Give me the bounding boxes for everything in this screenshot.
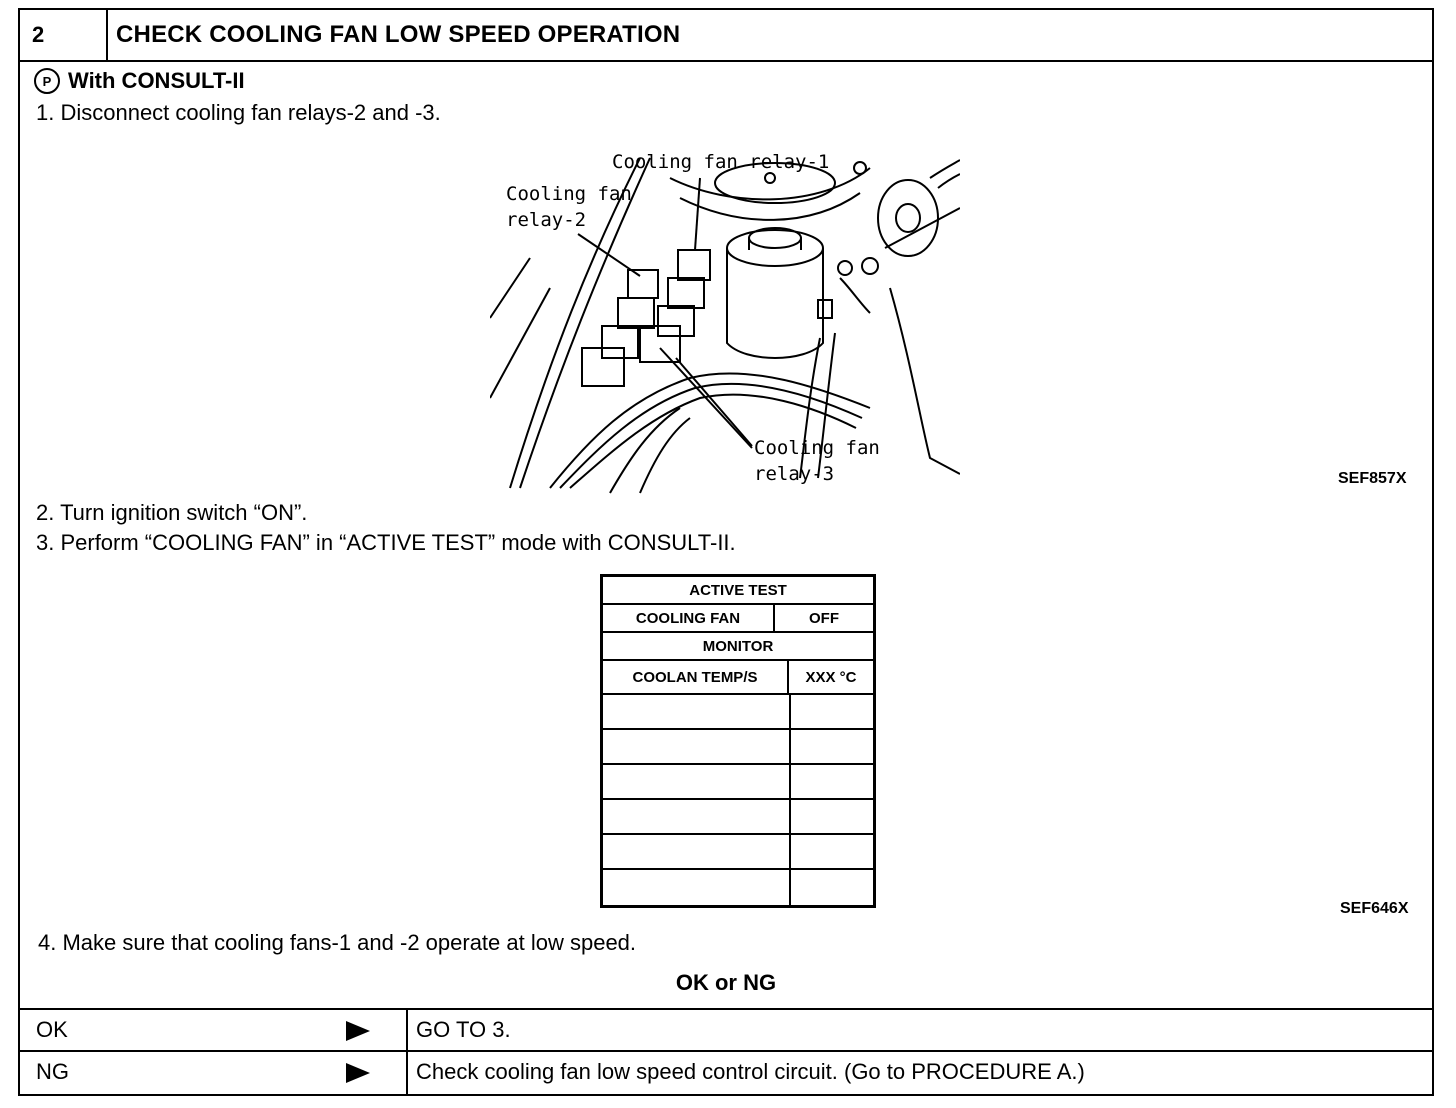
- step-title: CHECK COOLING FAN LOW SPEED OPERATION: [116, 21, 681, 48]
- result-row-ok: OK GO TO 3.: [20, 1008, 1432, 1050]
- step-2-text: 2. Turn ignition switch “ON”.: [36, 500, 308, 525]
- active-test-title: ACTIVE TEST: [689, 581, 787, 599]
- result-row-ng: NG Check cooling fan low speed control c…: [20, 1050, 1432, 1094]
- active-test-item-value: OFF: [809, 609, 839, 627]
- monitor-empty-row: [603, 695, 873, 730]
- active-test-screen: ACTIVE TEST COOLING FAN OFF MONITOR COOL…: [600, 574, 876, 908]
- active-test-item-label: COOLING FAN: [603, 605, 775, 631]
- consult-heading: P With CONSULT-II: [34, 68, 245, 94]
- monitor-empty-row: [603, 765, 873, 800]
- relay-1-label: Cooling fan relay-1: [612, 151, 829, 173]
- result-action-ng: Check cooling fan low speed control circ…: [416, 1059, 1085, 1084]
- decision-prompt: OK or NG: [675, 970, 777, 995]
- relay-2-label-line1: Cooling fan: [506, 183, 632, 205]
- arrow-right-icon: [346, 1021, 370, 1041]
- consult-icon: P: [34, 68, 60, 94]
- monitor-item-label: COOLAN TEMP/S: [603, 661, 789, 693]
- result-divider: [406, 1052, 408, 1094]
- relay-3-label-line1: Cooling fan: [754, 437, 880, 459]
- relay-3-label-line2: relay-3: [754, 463, 834, 485]
- active-test-title-row: ACTIVE TEST: [603, 577, 873, 605]
- figure-code-1: SEF857X: [1338, 470, 1407, 487]
- step-number: 2: [20, 10, 108, 60]
- relay-location-diagram: Cooling fan relay-1 Cooling fan relay-2 …: [490, 151, 960, 494]
- result-divider: [406, 1010, 408, 1050]
- monitor-empty-row: [603, 835, 873, 870]
- monitor-item-row: COOLAN TEMP/S XXX °C: [603, 661, 873, 695]
- result-key-ng: NG: [36, 1059, 69, 1084]
- relay-2-label-line2: relay-2: [506, 209, 586, 231]
- step-1-text: 1. Disconnect cooling fan relays-2 and -…: [36, 100, 441, 125]
- monitor-empty-row: [603, 800, 873, 835]
- arrow-right-icon: [346, 1063, 370, 1083]
- step-3-text: 3. Perform “COOLING FAN” in “ACTIVE TEST…: [36, 530, 736, 555]
- step-header: 2 CHECK COOLING FAN LOW SPEED OPERATION: [20, 10, 1432, 62]
- step-4-text: 4. Make sure that cooling fans-1 and -2 …: [38, 930, 637, 955]
- monitor-title-row: MONITOR: [603, 633, 873, 661]
- result-key-ok: OK: [36, 1017, 68, 1042]
- result-action-ok: GO TO 3.: [416, 1017, 511, 1042]
- active-test-item-row: COOLING FAN OFF: [603, 605, 873, 633]
- monitor-item-value: XXX °C: [805, 668, 857, 686]
- monitor-empty-row: [603, 870, 873, 905]
- monitor-title: MONITOR: [702, 637, 774, 655]
- figure-code-2: SEF646X: [1340, 900, 1409, 917]
- monitor-empty-row: [603, 730, 873, 765]
- consult-label: With CONSULT-II: [68, 68, 245, 93]
- procedure-frame: 2 CHECK COOLING FAN LOW SPEED OPERATION …: [18, 8, 1434, 1096]
